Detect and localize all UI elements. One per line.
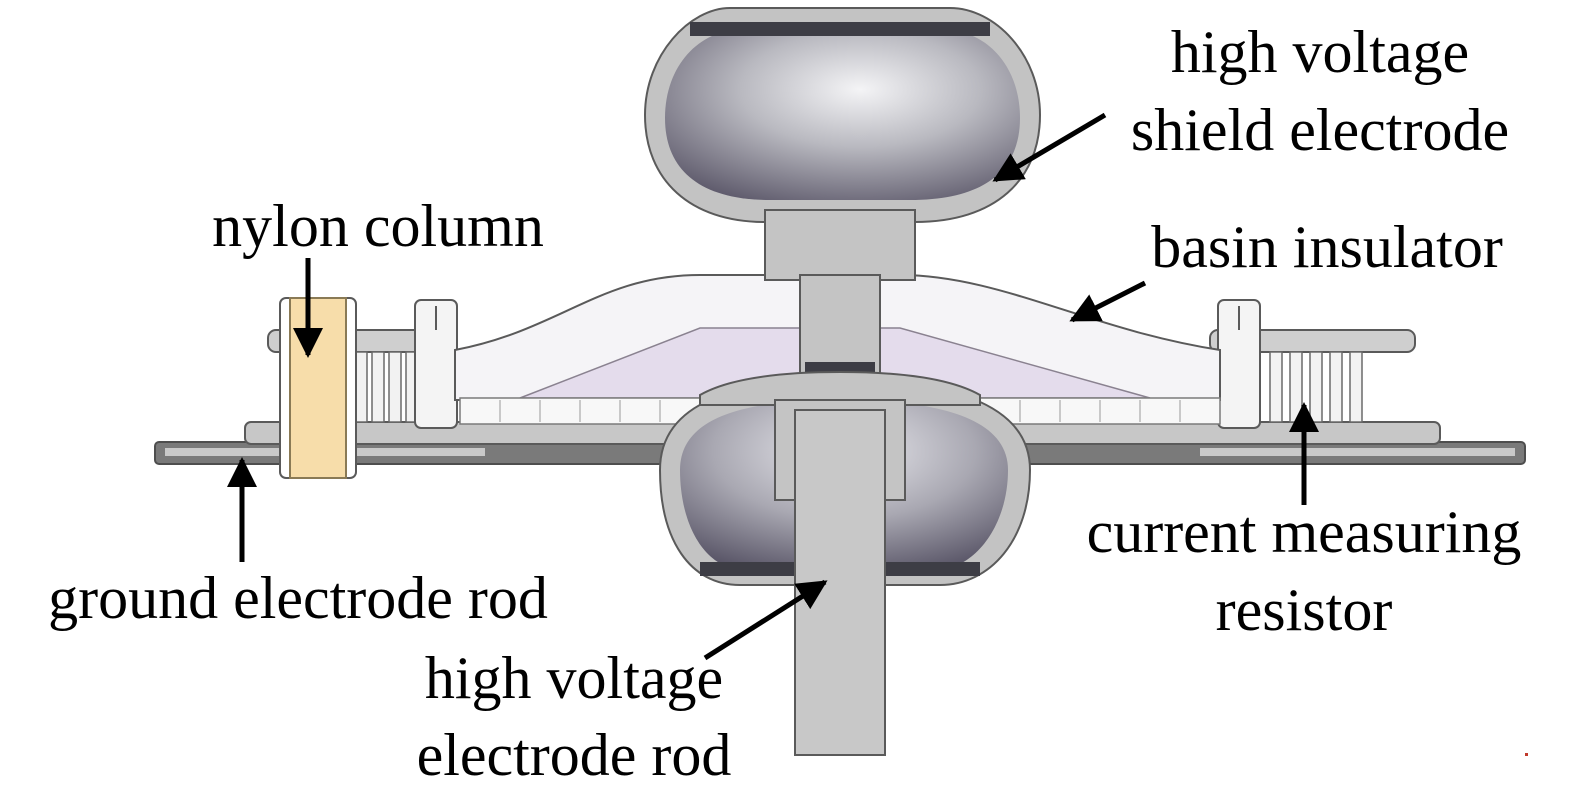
resistor-array-left <box>354 351 419 423</box>
leader-arrows <box>227 112 1319 661</box>
arrow-hv-shield <box>992 112 1107 183</box>
bolt-left <box>414 299 458 429</box>
label-nylon-column: nylon column <box>212 193 544 259</box>
corner-mark <box>1525 753 1528 756</box>
label-hv-shield-line1: high voltage <box>1171 19 1469 85</box>
label-basin-insulator: basin insulator <box>1151 214 1503 280</box>
arrow-hv-rod <box>703 579 828 661</box>
high-voltage-electrode-rod <box>794 409 886 756</box>
label-ground-rod: ground electrode rod <box>48 565 548 631</box>
label-current-resistor-line1: current measuring <box>1087 499 1522 565</box>
label-current-resistor-line2: resistor <box>1216 577 1393 643</box>
nylon-column <box>279 297 357 479</box>
label-hv-rod-line1: high voltage <box>425 645 723 711</box>
labels: high voltage shield electrode nylon colu… <box>48 19 1521 788</box>
current-measuring-resistor-array <box>1269 351 1363 423</box>
bolt-right <box>1217 299 1261 429</box>
label-hv-rod-line2: electrode rod <box>417 722 732 788</box>
arrow-basin-insulator <box>1069 280 1147 323</box>
label-hv-shield-line2: shield electrode <box>1131 97 1509 163</box>
high-voltage-shield-electrode <box>643 7 1042 223</box>
